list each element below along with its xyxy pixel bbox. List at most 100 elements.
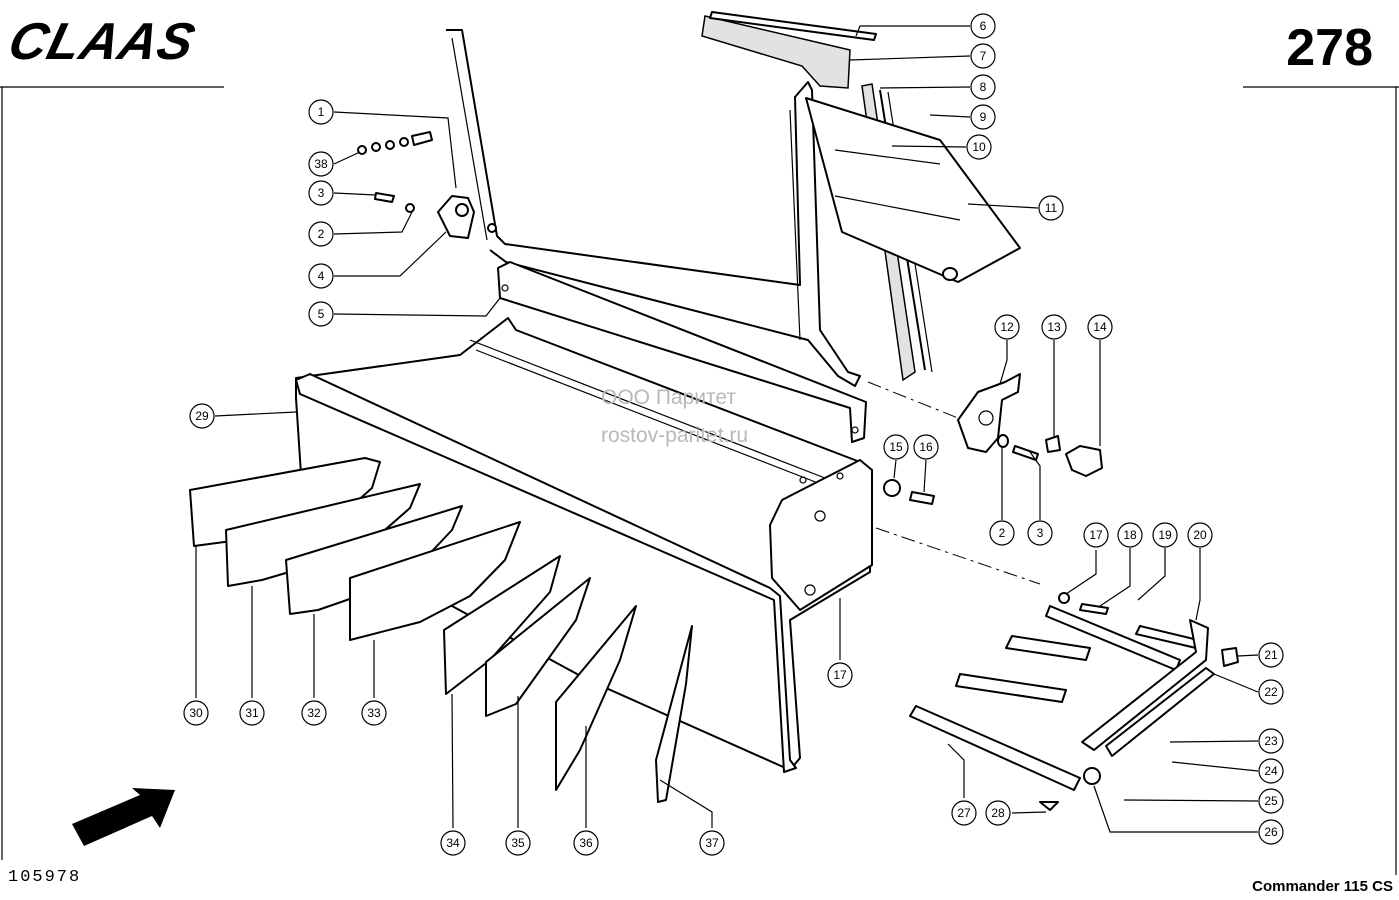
page-number: 278: [1286, 19, 1373, 77]
svg-text:17: 17: [833, 668, 847, 682]
svg-text:20: 20: [1193, 528, 1207, 542]
svg-text:23: 23: [1264, 734, 1278, 748]
svg-text:12: 12: [1000, 320, 1014, 334]
callout-32[interactable]: 32: [301, 700, 327, 726]
callout-29[interactable]: 29: [189, 403, 215, 429]
callout-27[interactable]: 27: [951, 800, 977, 826]
svg-text:2: 2: [318, 227, 325, 241]
svg-text:28: 28: [991, 806, 1005, 820]
assembly-axis-lines: [867, 381, 1041, 585]
svg-text:3: 3: [1037, 526, 1044, 540]
machine-model: Commander 115 CS: [1252, 878, 1393, 895]
svg-text:6: 6: [980, 19, 987, 33]
svg-text:22: 22: [1264, 685, 1278, 699]
callout-21[interactable]: 21: [1258, 642, 1284, 668]
svg-text:17: 17: [1089, 528, 1103, 542]
callout-35[interactable]: 35: [505, 830, 531, 856]
svg-text:14: 14: [1093, 320, 1107, 334]
callout-30[interactable]: 30: [183, 700, 209, 726]
callout-1[interactable]: 1: [308, 99, 334, 125]
svg-text:31: 31: [245, 706, 259, 720]
svg-text:9: 9: [980, 110, 987, 124]
watermark-company: ООО Паритет: [601, 386, 737, 409]
frame-lines: [0, 86, 1399, 875]
svg-text:11: 11: [1045, 201, 1058, 215]
svg-text:19: 19: [1158, 528, 1172, 542]
cross-member: [497, 261, 867, 443]
upper-chute-panel: [446, 15, 861, 387]
svg-text:13: 13: [1047, 320, 1061, 334]
callout-18[interactable]: 18: [1117, 522, 1143, 548]
svg-text:34: 34: [446, 836, 460, 850]
callout-22[interactable]: 22: [1258, 679, 1284, 705]
svg-text:8: 8: [980, 80, 987, 94]
callout-10[interactable]: 10: [966, 134, 992, 160]
callout-2-right[interactable]: 2: [989, 520, 1015, 546]
callout-33[interactable]: 33: [361, 700, 387, 726]
main-hood: [295, 317, 873, 773]
svg-text:37: 37: [705, 836, 719, 850]
callout-16[interactable]: 16: [913, 434, 939, 460]
callout-6[interactable]: 6: [970, 13, 996, 39]
callout-15[interactable]: 15: [883, 434, 909, 460]
svg-text:33: 33: [367, 706, 381, 720]
svg-text:26: 26: [1264, 825, 1278, 839]
callout-4[interactable]: 4: [308, 263, 334, 289]
svg-text:5: 5: [318, 307, 325, 321]
callout-19[interactable]: 19: [1152, 522, 1178, 548]
callout-20[interactable]: 20: [1187, 522, 1213, 548]
callout-3[interactable]: 3: [308, 180, 334, 206]
callout-5[interactable]: 5: [308, 301, 334, 327]
callout-17[interactable]: 17: [1083, 522, 1109, 548]
callout-23[interactable]: 23: [1258, 728, 1284, 754]
callout-3-right[interactable]: 3: [1027, 520, 1053, 546]
callout-38[interactable]: 38: [308, 151, 334, 177]
callout-36[interactable]: 36: [573, 830, 599, 856]
callout-17-lower[interactable]: 17: [827, 662, 853, 688]
watermark-url: rostov-paritet.ru: [601, 424, 749, 447]
callout-37[interactable]: 37: [699, 830, 725, 856]
callout-8[interactable]: 8: [970, 74, 996, 100]
svg-text:30: 30: [189, 706, 203, 720]
svg-text:4: 4: [318, 269, 325, 283]
svg-text:15: 15: [889, 440, 903, 454]
svg-text:27: 27: [957, 806, 971, 820]
callout-13[interactable]: 13: [1041, 314, 1067, 340]
svg-text:10: 10: [972, 140, 986, 154]
callout-24[interactable]: 24: [1258, 758, 1284, 784]
rubber-flaps: [189, 457, 693, 803]
callout-12[interactable]: 12: [994, 314, 1020, 340]
deflector-plate: [805, 97, 1021, 283]
svg-text:7: 7: [980, 49, 987, 63]
callout-7[interactable]: 7: [970, 43, 996, 69]
svg-text:1: 1: [318, 105, 325, 119]
tine-assembly: [909, 592, 1239, 811]
svg-text:3: 3: [318, 186, 325, 200]
svg-text:25: 25: [1264, 794, 1278, 808]
svg-text:29: 29: [195, 409, 209, 423]
callout-9[interactable]: 9: [970, 104, 996, 130]
callout-31[interactable]: 31: [239, 700, 265, 726]
direction-arrow: [72, 788, 175, 846]
svg-text:18: 18: [1123, 528, 1137, 542]
svg-text:38: 38: [314, 157, 328, 171]
svg-text:24: 24: [1264, 764, 1278, 778]
drawing-number: 105978: [8, 868, 82, 887]
svg-text:32: 32: [307, 706, 321, 720]
callout-11[interactable]: 11: [1038, 195, 1064, 221]
callout-2[interactable]: 2: [308, 221, 334, 247]
callout-14[interactable]: 14: [1087, 314, 1113, 340]
callout-28[interactable]: 28: [985, 800, 1011, 826]
leader-lines: [195, 25, 1259, 833]
svg-text:2: 2: [999, 526, 1006, 540]
svg-text:16: 16: [919, 440, 933, 454]
svg-text:36: 36: [579, 836, 593, 850]
callouts: 1 38 3 2 4 5 6 7 8 9 10 11 12 13 14 15 1…: [183, 13, 1284, 856]
svg-text:21: 21: [1264, 648, 1278, 662]
callout-34[interactable]: 34: [440, 830, 466, 856]
svg-text:35: 35: [511, 836, 525, 850]
callout-26[interactable]: 26: [1258, 819, 1284, 845]
callout-25[interactable]: 25: [1258, 788, 1284, 814]
